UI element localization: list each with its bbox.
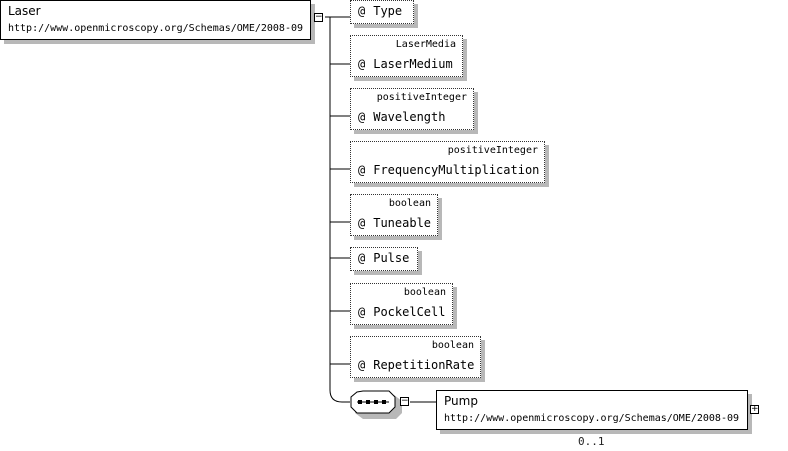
laser-namespace: http://www.openmicroscopy.org/Schemas/OM… [8,23,304,34]
attribute-tuneable: @Tuneable [358,216,432,230]
pump-cardinality: 0..1 [578,435,605,448]
attribute-pockelcell-type: boolean [403,287,446,298]
attribute-lasermedium: @LaserMedium [358,57,453,71]
laser-element-box[interactable]: Laser http://www.openmicroscopy.org/Sche… [0,0,311,40]
attribute-type-box[interactable]: @Type [350,0,414,24]
pump-expand-toggle[interactable]: + [750,404,759,414]
attribute-frequencymultiplication: @FrequencyMultiplication [358,163,540,177]
laser-element-name: Laser [8,4,41,18]
attribute-tuneable-box[interactable]: boolean @Tuneable [350,194,438,236]
attribute-repetitionrate: @RepetitionRate [358,358,475,372]
attribute-tuneable-type: boolean [388,198,431,209]
attribute-repetitionrate-type: boolean [431,340,474,351]
attribute-pockelcell: @PockelCell [358,305,446,319]
attribute-type: @Type [358,4,403,18]
attribute-frequencymultiplication-box[interactable]: positiveInteger @FrequencyMultiplication [350,141,545,183]
sequence-collapse-toggle[interactable]: − [400,396,409,406]
attribute-lasermedium-type: LaserMedia [395,39,456,50]
attribute-repetitionrate-box[interactable]: boolean @RepetitionRate [350,336,481,378]
attribute-wavelength: @Wavelength [358,110,446,124]
pump-element-box[interactable]: Pump http://www.openmicroscopy.org/Schem… [436,390,748,430]
attribute-pulse: @Pulse [358,251,410,265]
attribute-lasermedium-box[interactable]: LaserMedia @LaserMedium [350,35,463,77]
attribute-pockelcell-box[interactable]: boolean @PockelCell [350,283,453,325]
attribute-wavelength-box[interactable]: positiveInteger @Wavelength [350,88,474,130]
attribute-frequencymultiplication-type: positiveInteger [447,145,538,156]
sequence-compositor [350,390,402,419]
attribute-pulse-box[interactable]: @Pulse [350,247,418,271]
laser-collapse-toggle[interactable]: − [314,12,323,22]
pump-namespace: http://www.openmicroscopy.org/Schemas/OM… [444,413,740,424]
attribute-wavelength-type: positiveInteger [376,92,467,103]
pump-element-name: Pump [444,394,478,408]
